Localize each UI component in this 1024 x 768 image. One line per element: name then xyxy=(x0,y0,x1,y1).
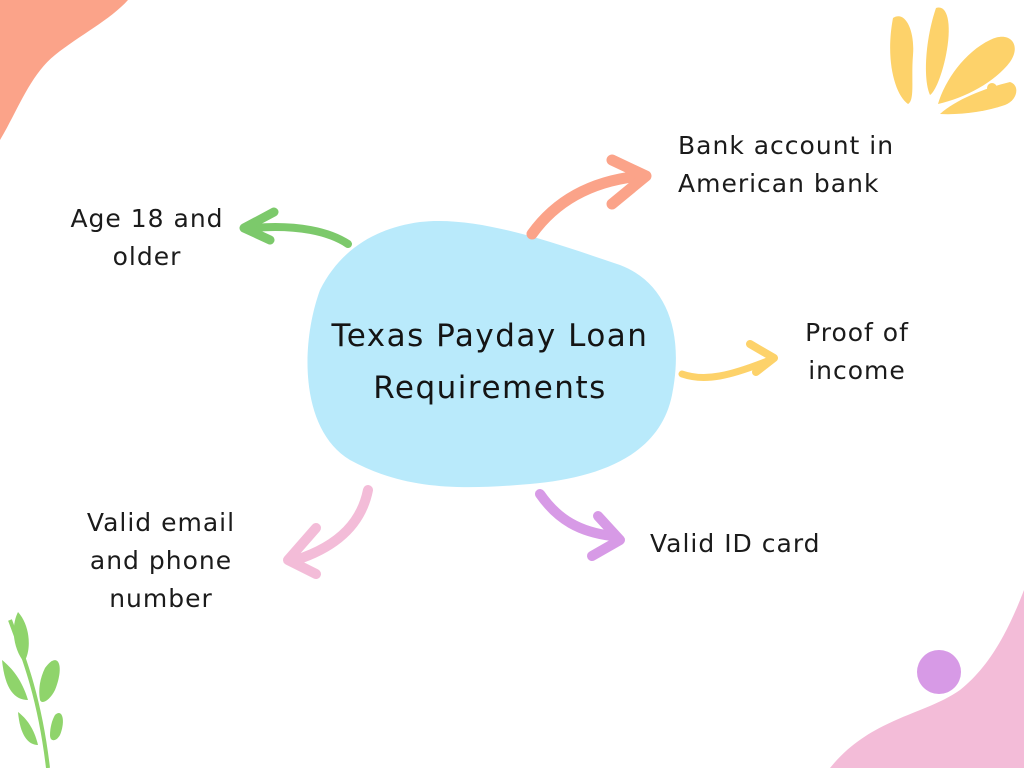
dot-purple-decoration xyxy=(917,650,961,694)
arrow-age xyxy=(239,207,352,248)
node-email-line-1: Valid email xyxy=(86,508,236,537)
node-bank: Bank account in American bank xyxy=(678,127,916,203)
splash-yellow-decoration xyxy=(890,7,1017,115)
arrow-email xyxy=(283,485,373,579)
corner-blob-orange xyxy=(0,0,128,140)
arrow-bank xyxy=(526,154,652,240)
node-email: Valid email and phone number xyxy=(75,504,247,618)
node-income-line-2: income xyxy=(808,356,906,385)
arrow-income xyxy=(678,340,778,382)
node-id-card: Valid ID card xyxy=(650,525,850,563)
node-id-card-line-1: Valid ID card xyxy=(650,529,821,558)
node-bank-line-2: American bank xyxy=(678,169,880,198)
node-age-line-1: Age 18 and xyxy=(70,204,224,233)
leaves-green-decoration xyxy=(2,612,63,768)
node-age: Age 18 and older xyxy=(62,200,232,276)
center-title-line-1: Texas Payday Loan xyxy=(331,318,649,354)
node-age-line-2: older xyxy=(112,242,182,271)
center-title-line-2: Requirements xyxy=(373,370,607,406)
center-blob xyxy=(307,220,676,488)
node-bank-line-1: Bank account in xyxy=(678,131,895,160)
corner-blob-pink xyxy=(830,590,1024,768)
center-title: Texas Payday Loan Requirements xyxy=(300,310,680,414)
node-income: Proof of income xyxy=(790,314,924,390)
node-email-line-2: and phone xyxy=(89,546,233,575)
node-income-line-1: Proof of xyxy=(805,318,909,347)
node-email-line-3: number xyxy=(109,584,213,613)
arrow-id-card xyxy=(535,489,625,561)
